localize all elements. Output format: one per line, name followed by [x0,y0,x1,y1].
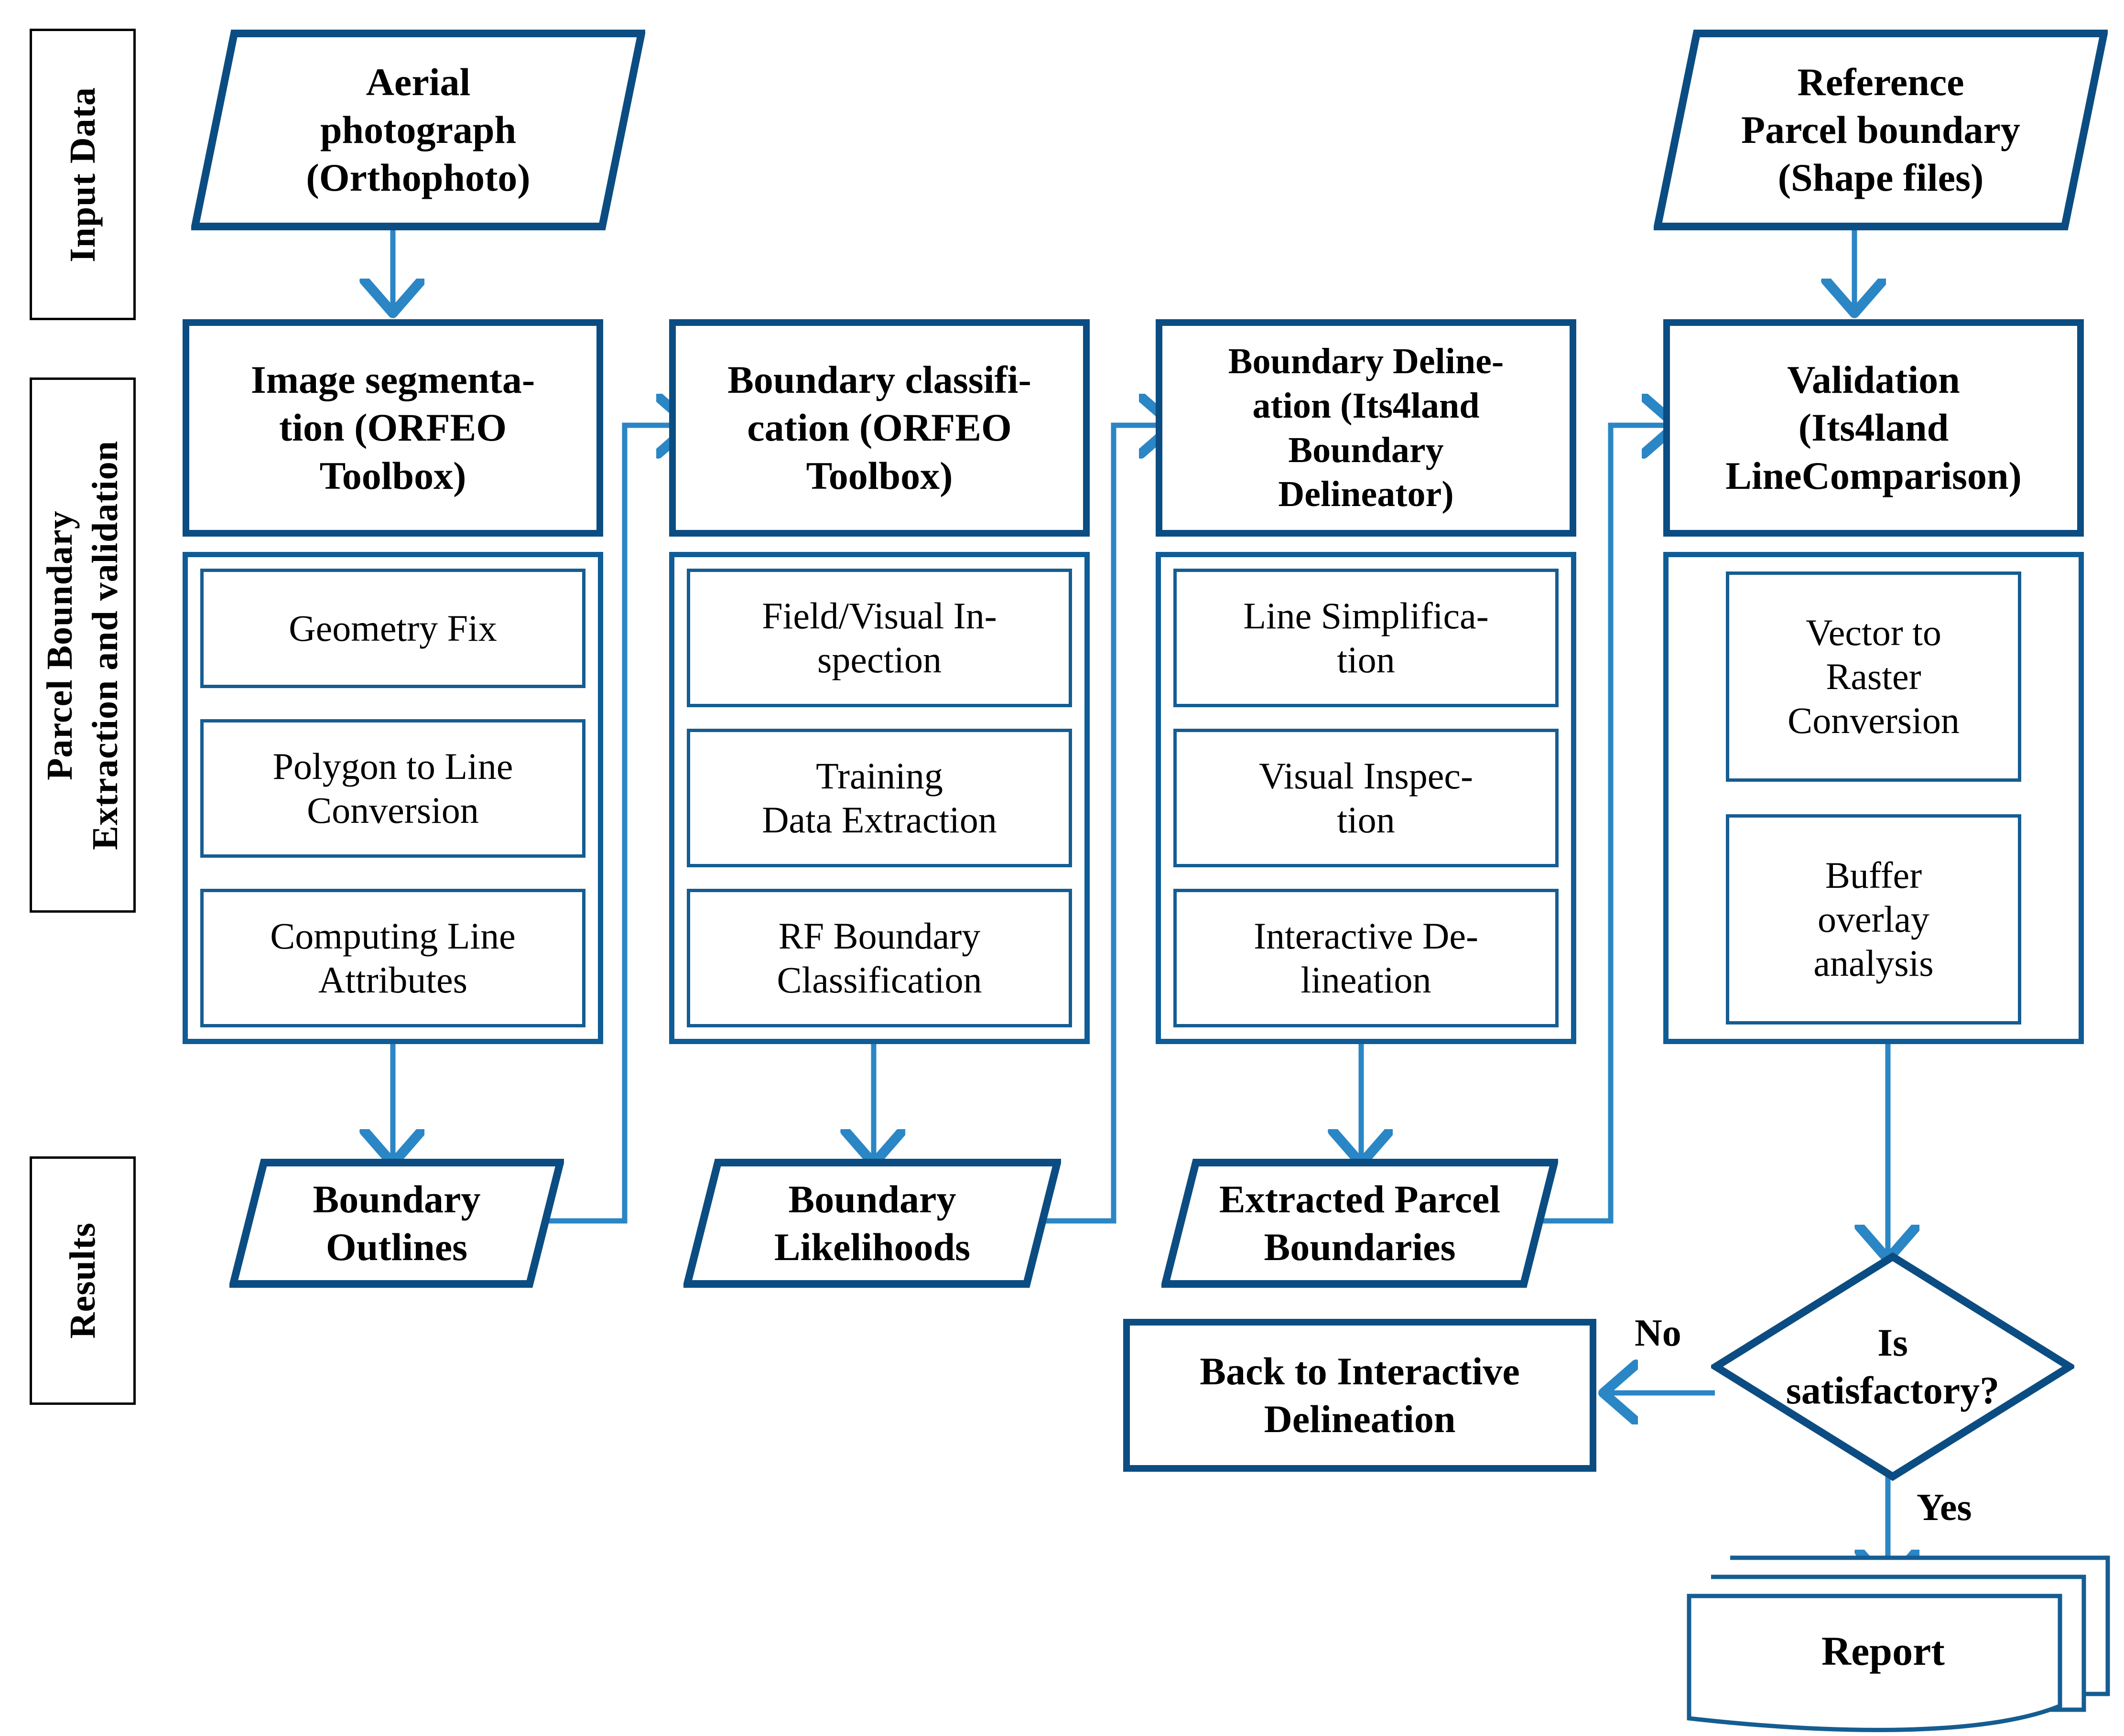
substep-label: Training Data Extraction [762,755,997,841]
process-boundary-classification-label: Boundary classifi- cation (ORFEO Toolbox… [727,358,1031,497]
action-back-to-interactive-delineation-label: Back to Interactive Delineation [1200,1349,1520,1441]
process-image-segmentation-label: Image segmenta- tion (ORFEO Toolbox) [250,358,535,497]
result-extracted-parcel-boundaries-label: Extracted Parcel Boundaries [1219,1177,1501,1269]
decision-is-satisfactory[interactable]: Is satisfactory? [1711,1252,2074,1481]
parallelogram-shape [229,1159,564,1288]
phase-label-text: Results [62,1222,103,1339]
input-aerial-photograph-label: Aerial photograph (Orthophoto) [306,60,531,200]
substep-geometry-fix[interactable]: Geometry Fix [200,569,585,688]
edge-label-no: No [1635,1312,1681,1354]
result-boundary-likelihoods[interactable]: Boundary Likelihoods [683,1159,1061,1288]
substeps-validation: Vector to Raster Conversion Buffer overl… [1663,552,2084,1044]
result-boundary-outlines-label: Boundary Outlines [313,1177,481,1269]
decision-label: Is satisfactory? [1786,1320,2000,1412]
input-reference-parcel-boundary[interactable]: Reference Parcel boundary (Shape files) [1654,30,2108,230]
substep-label: Buffer overlay analysis [1813,854,1934,984]
substep-label: Vector to Raster Conversion [1788,611,1960,742]
process-boundary-delineation-label: Boundary Deline- ation (Its4land Boundar… [1228,341,1504,515]
parallelogram-shape [1654,30,2108,230]
result-boundary-outlines[interactable]: Boundary Outlines [229,1159,564,1288]
substep-label: Line Simplifica- tion [1243,594,1489,680]
substep-label: Geometry Fix [289,607,497,649]
multi-document-shape [1687,1555,2110,1732]
output-report-label: Report [1821,1628,1945,1674]
phase-label-results: Results [30,1156,136,1405]
result-boundary-likelihoods-label: Boundary Likelihoods [774,1177,971,1269]
substep-computing-line-attributes[interactable]: Computing Line Attributes [200,889,585,1027]
process-image-segmentation[interactable]: Image segmenta- tion (ORFEO Toolbox) [183,319,603,537]
substep-label: Interactive De- lineation [1254,915,1478,1001]
parallelogram-shape [683,1159,1061,1288]
edge-label-yes: Yes [1917,1487,1972,1529]
result-extracted-parcel-boundaries[interactable]: Extracted Parcel Boundaries [1161,1159,1558,1288]
substep-label: Visual Inspec- tion [1258,755,1473,841]
parallelogram-shape [191,30,645,230]
substeps-image-segmentation: Geometry Fix Polygon to Line Conversion … [183,552,603,1044]
process-validation[interactable]: Validation (Its4land LineComparison) [1663,319,2084,537]
substeps-boundary-delineation: Line Simplifica- tion Visual Inspec- tio… [1156,552,1576,1044]
phase-label-parcel-boundary: Parcel Boundary Extraction and validatio… [30,377,136,913]
substeps-boundary-classification: Field/Visual In- spection Training Data … [669,552,1090,1044]
phase-label-text: Input Data [62,86,103,262]
substep-label: Computing Line Attributes [270,915,516,1001]
action-back-to-interactive-delineation[interactable]: Back to Interactive Delineation [1123,1319,1596,1472]
substep-interactive-delineation[interactable]: Interactive De- lineation [1173,889,1559,1027]
substep-rf-boundary-classification[interactable]: RF Boundary Classification [687,889,1072,1027]
process-boundary-delineation[interactable]: Boundary Deline- ation (Its4land Boundar… [1156,319,1576,537]
substep-visual-inspection[interactable]: Visual Inspec- tion [1173,729,1559,867]
substep-label: RF Boundary Classification [777,915,982,1001]
substep-vector-to-raster-conversion[interactable]: Vector to Raster Conversion [1726,571,2021,782]
phase-label-input-data: Input Data [30,29,136,320]
substep-polygon-to-line-conversion[interactable]: Polygon to Line Conversion [200,719,585,858]
phase-label-text: Parcel Boundary Extraction and validatio… [40,440,125,850]
substep-label: Field/Visual In- spection [762,594,997,680]
substep-buffer-overlay-analysis[interactable]: Buffer overlay analysis [1726,814,2021,1024]
substep-label: Polygon to Line Conversion [272,745,513,831]
output-report[interactable]: Report [1682,1548,2113,1735]
process-boundary-classification[interactable]: Boundary classifi- cation (ORFEO Toolbox… [669,319,1090,537]
diamond-shape [1711,1252,2074,1481]
input-reference-parcel-boundary-label: Reference Parcel boundary (Shape files) [1741,60,2020,200]
parallelogram-shape [1161,1159,1558,1288]
substep-training-data-extraction[interactable]: Training Data Extraction [687,729,1072,867]
substep-line-simplification[interactable]: Line Simplifica- tion [1173,569,1559,707]
process-validation-label: Validation (Its4land LineComparison) [1725,358,2022,497]
input-aerial-photograph[interactable]: Aerial photograph (Orthophoto) [191,30,645,230]
substep-field-visual-inspection[interactable]: Field/Visual In- spection [687,569,1072,707]
